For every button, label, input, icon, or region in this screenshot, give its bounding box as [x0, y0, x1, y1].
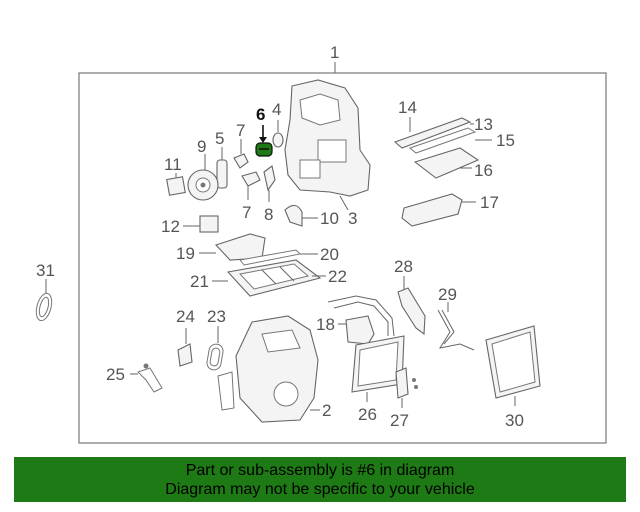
heater-case-lower[interactable]: [235, 315, 319, 423]
callout-28[interactable]: 28: [394, 257, 413, 276]
part-4-grommet[interactable]: [272, 132, 284, 148]
part-11-module[interactable]: [166, 176, 186, 196]
part-2-side-panel[interactable]: [217, 371, 235, 411]
callout-27[interactable]: 27: [390, 411, 409, 430]
banner-line-2: Diagram may not be specific to your vehi…: [165, 481, 475, 498]
callout-12[interactable]: 12: [161, 217, 180, 236]
part-19-duct-connector[interactable]: [215, 233, 266, 261]
callout-18[interactable]: 18: [316, 315, 335, 334]
part-26-evaporator[interactable]: [351, 335, 405, 393]
callout-22[interactable]: 22: [328, 267, 347, 286]
part-30-heater-core[interactable]: [485, 325, 541, 399]
heater-case-upper[interactable]: [284, 79, 371, 197]
banner-line-1: Part or sub-assembly is #6 in diagram: [185, 462, 455, 479]
part-7-clip-lower[interactable]: [241, 171, 261, 187]
part-18-blower[interactable]: [345, 315, 375, 345]
callout-9[interactable]: 9: [197, 137, 206, 156]
part-23-gasket[interactable]: [206, 343, 224, 371]
callout-13[interactable]: 13: [474, 115, 493, 134]
callout-2[interactable]: 2: [322, 401, 331, 420]
callout-10[interactable]: 10: [320, 209, 339, 228]
part-16-panel[interactable]: [413, 147, 480, 179]
part-28-bracket[interactable]: [397, 287, 426, 336]
part-8-lever[interactable]: [263, 165, 276, 192]
callout-7-upper[interactable]: 7: [236, 121, 245, 140]
callout-5[interactable]: 5: [215, 129, 224, 148]
part-25-bracket[interactable]: [137, 363, 163, 393]
callout-24[interactable]: 24: [176, 307, 195, 326]
part-13-duct[interactable]: [393, 117, 472, 149]
part-24-clip[interactable]: [177, 343, 193, 367]
callout-19[interactable]: 19: [176, 244, 195, 263]
part-31-gasket[interactable]: [34, 292, 55, 323]
callout-31[interactable]: 31: [36, 261, 55, 280]
callout-8[interactable]: 8: [264, 205, 273, 224]
callout-30[interactable]: 30: [505, 411, 524, 430]
callout-16[interactable]: 16: [474, 161, 493, 180]
part-6-highlighted[interactable]: [255, 142, 273, 157]
callout-20[interactable]: 20: [320, 245, 339, 264]
callout-29[interactable]: 29: [438, 285, 457, 304]
part-15-seal[interactable]: [408, 127, 477, 154]
callout-14[interactable]: 14: [398, 98, 417, 117]
callout-7-lower[interactable]: 7: [242, 203, 251, 222]
callout-6[interactable]: 6: [256, 105, 265, 124]
callout-17[interactable]: 17: [480, 193, 499, 212]
parts-diagram: 1 3 4 6 5 7 7 8: [34, 43, 607, 444]
part-9-motor[interactable]: [187, 169, 219, 201]
part-10-door[interactable]: [284, 204, 303, 227]
assembly-frame: [78, 72, 607, 444]
part-21-filter-frame[interactable]: [226, 259, 322, 297]
callout-15[interactable]: 15: [496, 131, 515, 150]
info-banner: Part or sub-assembly is #6 in diagram Di…: [14, 457, 626, 502]
callout-4[interactable]: 4: [272, 100, 281, 119]
callout-21[interactable]: 21: [190, 272, 209, 291]
part-7-clip-upper[interactable]: [233, 153, 249, 169]
part-17-cover[interactable]: [401, 193, 463, 227]
callout-26[interactable]: 26: [358, 405, 377, 424]
part-12-resistor[interactable]: [199, 215, 219, 233]
callout-25[interactable]: 25: [106, 365, 125, 384]
callout-3[interactable]: 3: [348, 209, 357, 228]
callout-23[interactable]: 23: [207, 307, 226, 326]
callout-1[interactable]: 1: [330, 43, 339, 62]
part-29-tube[interactable]: [437, 309, 475, 351]
part-27-sensor[interactable]: [395, 367, 418, 399]
callout-11[interactable]: 11: [164, 155, 182, 174]
